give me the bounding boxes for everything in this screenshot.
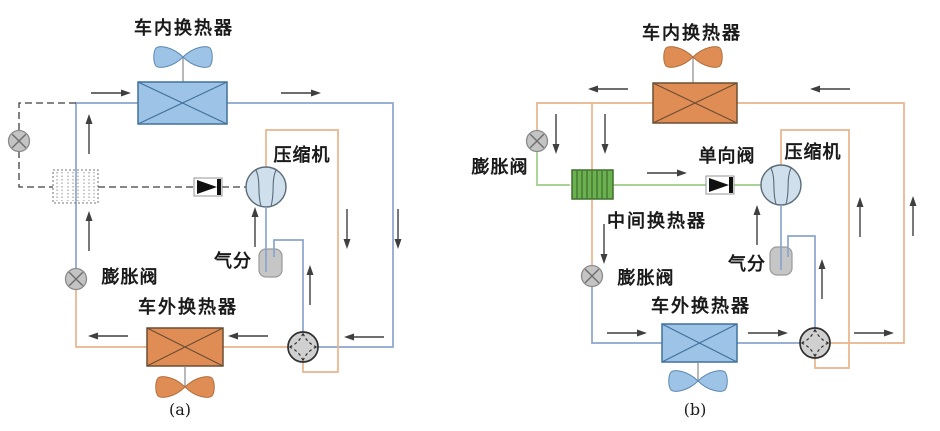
check-valve-icon xyxy=(193,177,223,197)
expansion-valve-label: 膨胀阀 xyxy=(101,266,159,288)
panel-a: 车内换热器 压缩机 气分 膨胀阀 车外换热器 (a) xyxy=(7,17,403,419)
flow-arrow xyxy=(250,206,260,248)
flow-arrow xyxy=(855,196,865,238)
expansion-valve-icon xyxy=(64,267,88,291)
compressor-icon xyxy=(245,166,287,208)
flow-arrow xyxy=(227,331,269,341)
pipe-return-blue xyxy=(273,239,304,332)
expansion-valve-icon xyxy=(580,264,604,288)
gas-separator-label: 气分 xyxy=(727,253,766,275)
flow-arrow xyxy=(90,88,132,98)
expansion-valve-top-label: 膨胀阀 xyxy=(471,156,529,178)
flow-arrow xyxy=(817,258,827,300)
panel-b: 车内换热器 膨胀阀 单向阀 压缩机 中间换热器 膨胀阀 气分 车外换热器 (b) xyxy=(471,22,918,419)
gas-separator-label: 气分 xyxy=(213,250,252,272)
flow-arrow xyxy=(280,88,322,98)
compressor-icon xyxy=(760,164,802,206)
exterior-heat-exchanger xyxy=(146,327,224,367)
exterior-heat-exchanger xyxy=(661,323,738,363)
pipe-injection-green xyxy=(536,151,570,186)
exterior-hx-label: 车外换热器 xyxy=(651,295,751,317)
panel-caption: (a) xyxy=(169,400,191,419)
panel-caption: (b) xyxy=(684,400,707,419)
pipe-inactive-dashed xyxy=(18,151,53,188)
pipe-liquid-orange xyxy=(75,290,147,348)
intermediate-heat-exchanger xyxy=(571,169,614,200)
compressor-label: 压缩机 xyxy=(274,144,331,166)
pipe-return-blue xyxy=(787,235,816,328)
four-way-valve-icon xyxy=(799,327,831,359)
interior-heat-exchanger xyxy=(137,81,228,125)
flow-arrow xyxy=(551,113,561,155)
interior-hx-label: 车内换热器 xyxy=(642,22,742,44)
pipe-top-orange xyxy=(536,102,653,131)
pipe-discharge-orange xyxy=(780,129,850,369)
gas-separator-icon xyxy=(258,248,283,278)
pipe-right-riser-blue xyxy=(227,102,394,348)
flow-arrow xyxy=(908,195,918,237)
flow-arrow xyxy=(646,168,688,178)
flow-arrow xyxy=(600,113,610,155)
flow-arrow xyxy=(305,264,315,306)
interior-hx-label: 车内换热器 xyxy=(134,17,234,39)
four-way-valve-icon xyxy=(287,331,319,363)
flow-arrow xyxy=(587,84,629,94)
expansion-valve-icon xyxy=(525,129,549,153)
flow-arrow xyxy=(342,208,352,250)
exterior-hx-label: 车外换热器 xyxy=(138,296,238,318)
pipe-inactive-dashed xyxy=(18,102,76,131)
flow-arrow xyxy=(84,113,94,155)
intermediate-heat-exchanger-inactive xyxy=(52,169,99,204)
interior-heat-exchanger xyxy=(652,82,738,124)
check-valve-label: 单向阀 xyxy=(699,145,756,167)
flow-arrow xyxy=(747,328,789,338)
flow-arrow xyxy=(393,208,403,250)
flow-arrow xyxy=(87,331,129,341)
flow-arrow xyxy=(809,84,851,94)
flow-arrow xyxy=(343,332,385,342)
flow-arrow xyxy=(752,204,762,246)
flow-arrow xyxy=(853,328,895,338)
check-valve-icon xyxy=(705,175,735,195)
flow-arrow xyxy=(606,328,648,338)
expansion-valve-bottom-label: 膨胀阀 xyxy=(617,267,675,289)
intermediate-hx-label: 中间换热器 xyxy=(607,210,707,232)
pipe-discharge-orange xyxy=(265,129,339,373)
compressor-label: 压缩机 xyxy=(785,141,842,163)
pipe-right-riser-orange xyxy=(737,102,905,344)
expansion-valve-icon-inactive xyxy=(7,129,31,153)
pipe-low-pressure-blue xyxy=(591,286,662,344)
flow-arrow xyxy=(84,210,94,252)
pipe-left-riser-blue xyxy=(75,102,138,268)
